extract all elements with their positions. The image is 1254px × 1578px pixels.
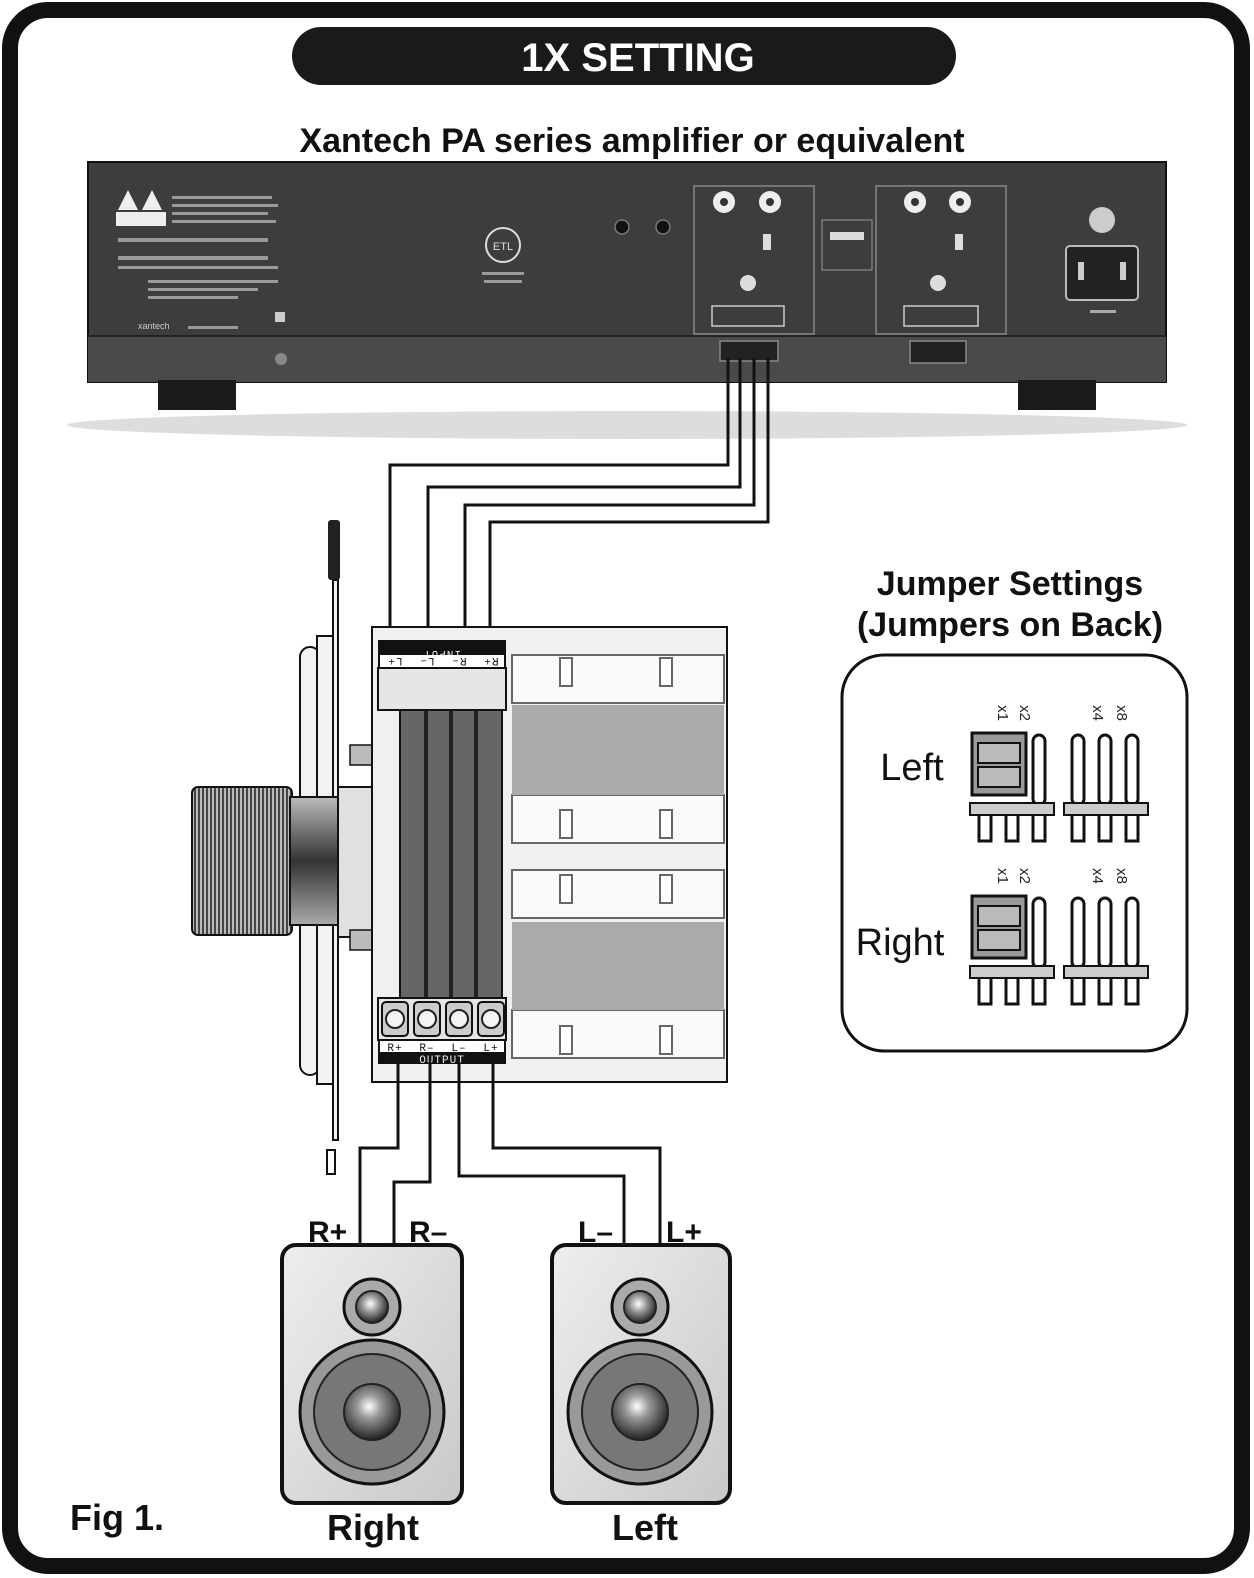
output-terminal-screw <box>477 1001 505 1037</box>
jumper-pin-label: x4 <box>1089 705 1106 721</box>
figure-label: Fig 1. <box>70 1497 164 1538</box>
jumper-rows: x1 x2 x4 x8 x1 x2 x4 x8 <box>969 705 1149 1006</box>
amp-output-terminal <box>719 340 779 362</box>
jumper-icon <box>970 731 1028 797</box>
output-terminal-label: L– <box>451 1043 466 1055</box>
amp-channel-2 <box>875 185 1007 335</box>
amp-output-terminal-2 <box>909 340 967 364</box>
jumper-pin-label: x8 <box>1113 705 1130 721</box>
jumper-icon <box>970 894 1028 960</box>
output-terminal-block: R+R–L–L+ OUTPUT <box>377 997 507 1067</box>
speaker-left-label: Left <box>612 1507 678 1548</box>
amp-foot-left <box>158 380 236 410</box>
speaker-icon <box>566 1277 714 1486</box>
jumper-pin-label: x8 <box>1113 868 1130 884</box>
input-terminal-label: L+ <box>387 654 402 666</box>
speaker-right <box>280 1243 464 1505</box>
volume-knob-icon <box>191 786 339 936</box>
rca-jack-icon <box>949 191 971 213</box>
output-terminal-screw <box>445 1001 473 1037</box>
jumper-settings-box: Left Right x1 x2 x4 x8 x1 x2 x4 x8 <box>840 653 1189 1053</box>
input-terminal-block: INPUT L+L–R–R+ <box>377 640 507 711</box>
title-banner: 1X SETTING <box>292 27 956 85</box>
input-terminal-label: L– <box>419 654 434 666</box>
volume-control: INPUT L+L–R–R+ R+R–L–L+ OUTPUT <box>191 520 728 1175</box>
input-terminal-label: R– <box>451 654 466 666</box>
rca-jack-icon <box>759 191 781 213</box>
output-terminal-label: L+ <box>483 1043 498 1055</box>
rca-jack-icon <box>713 191 735 213</box>
speaker-right-label: Right <box>327 1507 419 1548</box>
jumper-row: x1 x2 x4 x8 <box>969 868 1149 1006</box>
jumper-row-label-right: Right <box>856 922 945 964</box>
jumper-title-line1: Jumper Settings <box>877 565 1143 603</box>
jumper-pin-label: x1 <box>994 868 1011 884</box>
speaker-left <box>550 1243 732 1505</box>
amplifier: xantech ETL <box>67 161 1187 439</box>
speaker-icon <box>298 1277 446 1486</box>
caution-icon <box>116 190 166 226</box>
svg-text:ETL: ETL <box>493 241 513 253</box>
jumper-title-line2: (Jumpers on Back) <box>857 606 1163 644</box>
output-terminal-screw <box>413 1001 441 1037</box>
jumper-pin-label: x2 <box>1016 705 1033 721</box>
output-terminal-screw <box>381 1001 409 1037</box>
amp-foot-right <box>1018 380 1096 410</box>
output-terminals: R+ R– L– L+ <box>381 1001 505 1055</box>
amplifier-caption: Xantech PA series amplifier or equivalen… <box>299 122 964 160</box>
banner-title: 1X SETTING <box>521 36 754 80</box>
amp-warning-label <box>821 219 873 271</box>
jumper-pin-label: x1 <box>994 705 1011 721</box>
output-to-speaker-wires <box>358 1062 662 1248</box>
amp-brand: xantech <box>138 321 170 331</box>
output-terminal-label: R– <box>419 1043 434 1055</box>
jumper-row: x1 x2 x4 x8 <box>969 705 1149 843</box>
amp-channel-1 <box>693 185 815 335</box>
jumper-pin-label: x2 <box>1016 868 1033 884</box>
jumper-pin-label: x4 <box>1089 868 1106 884</box>
amp-to-input-wires <box>388 358 770 648</box>
etl-icon: ETL <box>485 227 521 263</box>
rca-jack-icon <box>904 191 926 213</box>
power-inlet-icon <box>1065 245 1139 301</box>
input-terminal-label: R+ <box>483 654 498 666</box>
jumper-row-label-left: Left <box>880 747 944 789</box>
output-terminal-label: R+ <box>387 1043 402 1055</box>
